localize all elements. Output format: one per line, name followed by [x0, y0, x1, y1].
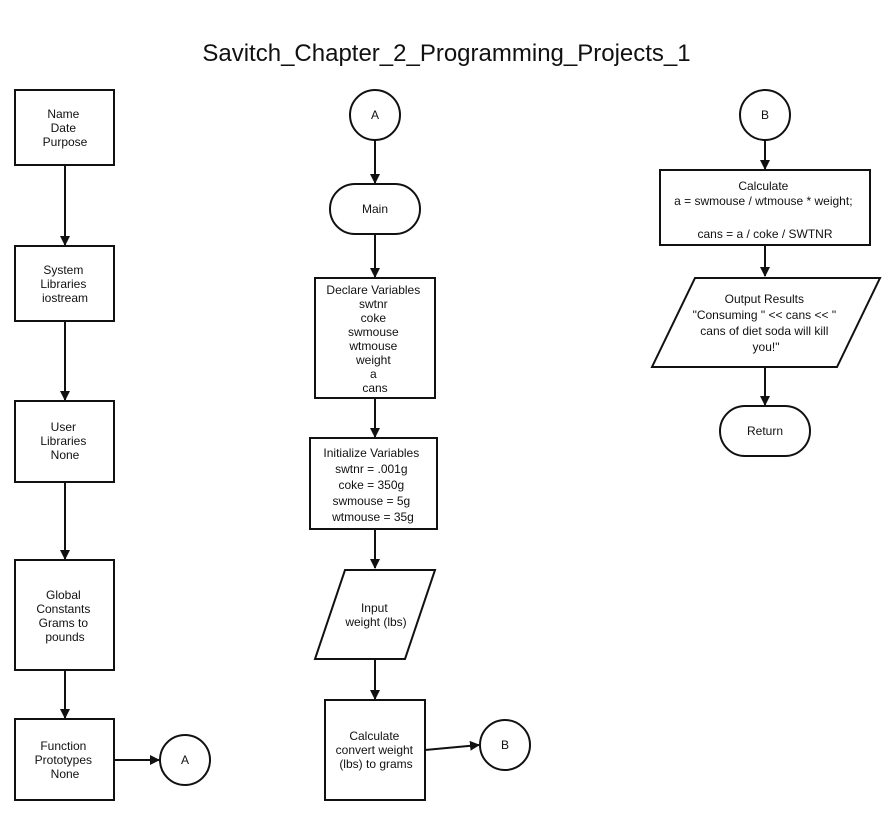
diagram-title: Savitch_Chapter_2_Programming_Projects_1	[202, 40, 691, 67]
function-prototypes-line: Function	[40, 739, 86, 753]
svg-text:Global Constants G: Global Constants Grams to pounds	[36, 588, 93, 644]
initialize-variables-line: wtmouse = 35g	[331, 510, 414, 524]
user-libraries-line: None	[51, 448, 80, 462]
output-line: "Consuming " << cans << "	[693, 308, 837, 322]
input-line: weight (lbs)	[344, 615, 406, 629]
global-constants-line: Constants	[36, 602, 90, 616]
declare-variables-box: Declare Variables swtnr coke swmouse wtm…	[314, 277, 436, 399]
svg-text:Output Results "Consumin: Output Results "Consuming " << cans << "…	[693, 292, 840, 354]
function-prototypes-line: Prototypes	[35, 753, 92, 767]
system-libraries-line: System	[43, 263, 83, 277]
convert-line: (lbs) to grams	[339, 757, 412, 771]
connector-a-in: A	[349, 89, 401, 141]
convert-box: Calculate convert weight (lbs) to grams	[324, 699, 426, 801]
output-parallelogram: Output Results "Consuming " << cans << "…	[650, 277, 882, 368]
svg-text:Function Prototypes: Function Prototypes None	[35, 739, 96, 781]
connector-b-in-label: B	[761, 108, 769, 122]
header-line: Date	[51, 121, 77, 135]
svg-text:Input weight (lbs): Input weight (lbs)	[344, 601, 406, 629]
declare-variables-line: a	[370, 367, 377, 381]
main-terminal: Main	[329, 183, 421, 235]
initialize-variables-line: swmouse = 5g	[332, 494, 410, 508]
calculate-line: cans = a / coke / SWTNR	[697, 227, 832, 241]
system-libraries-line: Libraries	[40, 277, 86, 291]
convert-line: Calculate	[349, 729, 399, 743]
output-line: cans of diet soda will kill	[700, 324, 828, 338]
svg-text:Declare Variables swtnr: Declare Variables swtnr coke swmouse wtm…	[326, 283, 423, 395]
user-libraries-line: Libraries	[40, 434, 86, 448]
connector-b-in: B	[739, 89, 791, 141]
declare-variables-line: wtmouse	[348, 339, 397, 353]
global-constants-box: Global Constants Grams to pounds	[14, 559, 115, 671]
header-box: Name Date Purpose	[14, 89, 115, 166]
system-libraries-box: System Libraries iostream	[14, 245, 115, 322]
declare-variables-line: swtnr	[359, 297, 388, 311]
calculate-line: Calculate	[738, 179, 788, 193]
return-label: Return	[747, 424, 783, 438]
input-line: Input	[361, 601, 388, 615]
global-constants-line: pounds	[45, 630, 84, 644]
svg-text:Calculate a = swmouse /: Calculate a = swmouse / wtmouse * weight…	[674, 179, 856, 241]
output-line: Output Results	[725, 292, 804, 306]
svg-text:Name Date Purpose: Name Date Purpose	[43, 107, 88, 149]
calculate-line: a = swmouse / wtmouse * weight;	[674, 194, 852, 208]
connector-b-out: B	[479, 719, 531, 771]
user-libraries-box: User Libraries None	[14, 400, 115, 483]
header-line: Name	[47, 107, 79, 121]
global-constants-line: Grams to	[39, 616, 89, 630]
edge-convert-to-connector-b	[424, 740, 480, 751]
initialize-variables-line: coke = 350g	[338, 478, 404, 492]
output-line: you!"	[753, 340, 780, 354]
connector-b-out-label: B	[501, 738, 509, 752]
main-label: Main	[362, 202, 388, 216]
declare-variables-line: coke	[361, 311, 387, 325]
svg-text:Initialize Variables swt: Initialize Variables swtnr = .001g coke …	[323, 446, 422, 524]
connector-a-out: A	[159, 734, 211, 786]
declare-variables-line: cans	[362, 381, 387, 395]
svg-text:User Libraries Non: User Libraries None	[40, 420, 89, 462]
input-parallelogram: Input weight (lbs)	[313, 569, 437, 660]
user-libraries-line: User	[51, 420, 76, 434]
initialize-variables-line: Initialize Variables	[323, 446, 419, 460]
header-line: Purpose	[43, 135, 88, 149]
declare-variables-line: swmouse	[348, 325, 399, 339]
connector-a-in-label: A	[371, 108, 379, 122]
function-prototypes-line: None	[51, 767, 80, 781]
declare-variables-line: weight	[355, 353, 391, 367]
global-constants-line: Global	[46, 588, 81, 602]
system-libraries-line: iostream	[42, 291, 88, 305]
svg-text:System Libraries i: System Libraries iostream	[40, 263, 89, 305]
svg-text:Calculate convert weight: Calculate convert weight (lbs) to grams	[336, 729, 417, 771]
initialize-variables-box: Initialize Variables swtnr = .001g coke …	[309, 437, 438, 530]
function-prototypes-box: Function Prototypes None	[14, 718, 115, 801]
connector-a-out-label: A	[181, 753, 189, 767]
calculate-box: Calculate a = swmouse / wtmouse * weight…	[659, 169, 871, 246]
return-terminal: Return	[719, 405, 811, 457]
declare-variables-line: Declare Variables	[326, 283, 420, 297]
convert-line: convert weight	[336, 743, 414, 757]
initialize-variables-line: swtnr = .001g	[335, 462, 407, 476]
